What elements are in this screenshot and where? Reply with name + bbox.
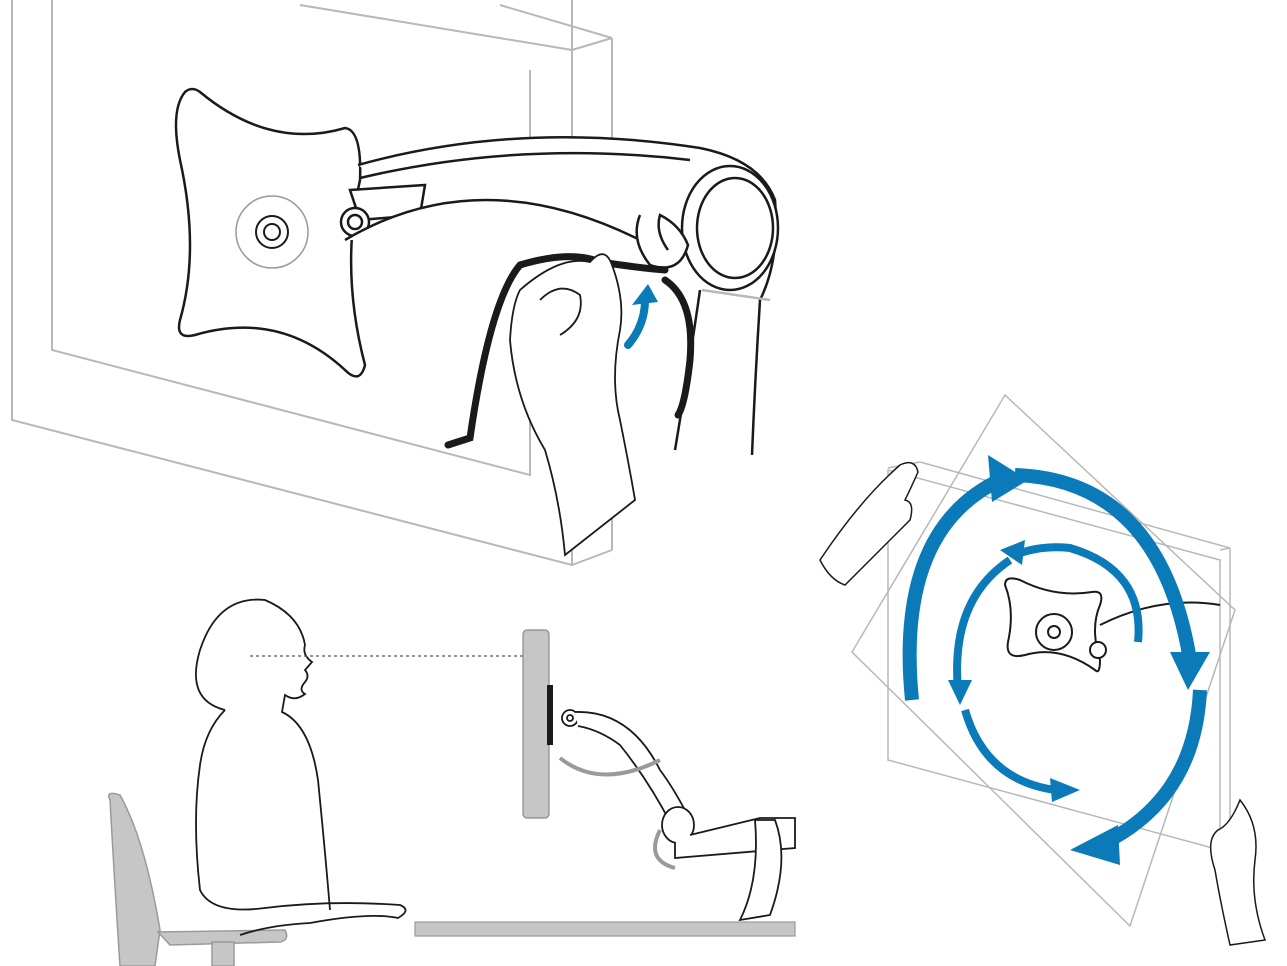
rotation-drawing [800,380,1287,966]
ergonomic-drawing [100,590,810,966]
inner-rotate-arrows-icon [957,547,1139,790]
chair [109,793,287,966]
rotation-panel [800,380,1287,966]
vesa-plate [176,89,365,376]
person [196,600,406,935]
hand [510,254,635,555]
side-monitor [523,630,553,818]
ergonomic-viewing-panel [100,590,810,966]
cable-routing-drawing [0,0,790,570]
desk [415,922,795,936]
right-hand [1211,800,1265,945]
side-monitor-arm [560,710,795,920]
cable-routing-panel [0,0,790,570]
